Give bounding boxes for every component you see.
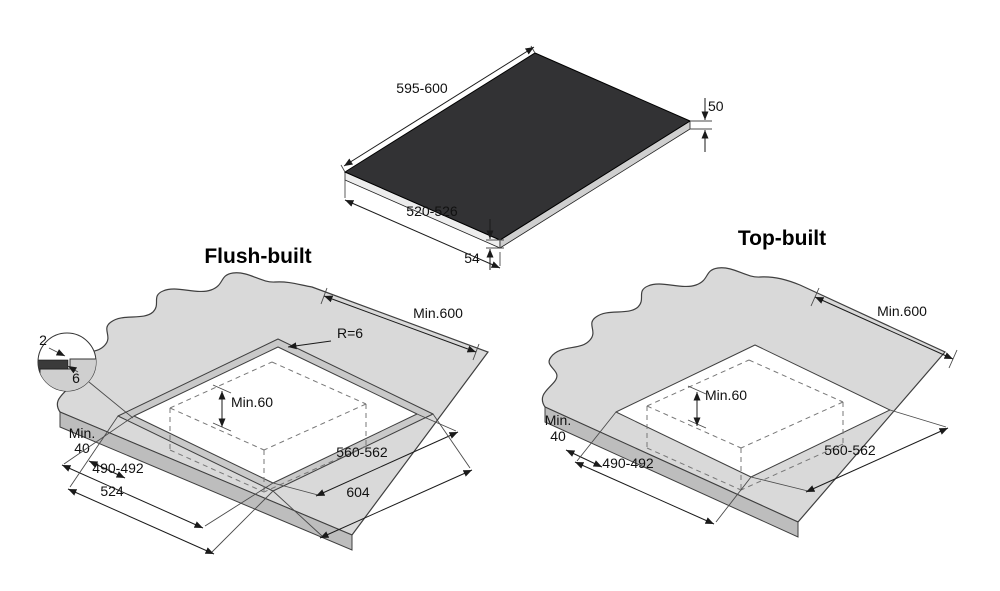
panel-depth-label: 520-526 [406, 203, 458, 219]
detail-hob-edge [38, 359, 69, 370]
top-min40-label-line2: 40 [550, 428, 566, 444]
top-dim-min60: Min.60 [687, 385, 747, 429]
dim-panel-thickness: 50 [690, 98, 724, 152]
flush-min40-label-line1: Min. [69, 425, 95, 441]
top-cutout-depth-label: 490-492 [602, 455, 654, 471]
hob-panel-view: 595-600 520-526 50 54 [340, 45, 724, 270]
flush-min60-label: Min.60 [231, 394, 273, 410]
top-min600-label: Min.600 [877, 303, 927, 319]
top-built-title: Top-built [738, 227, 826, 250]
detail-depth-label: 6 [72, 370, 80, 386]
top-built-view: Top-built Min.600 Min.60 Min. 40 [541, 227, 958, 538]
top-dim-cutout-width: 560-562 [750, 409, 949, 493]
detail-gap-label: 2 [39, 332, 47, 348]
flush-min40-label-line2: 40 [74, 440, 90, 456]
flush-min600-label: Min.600 [413, 305, 463, 321]
flush-recess-width-label: 604 [346, 484, 370, 500]
dim-panel-depth: 520-526 [344, 178, 501, 269]
top-dim-cutout-depth: 490-492 [574, 411, 752, 525]
flush-dim-radius: R=6 [287, 325, 363, 350]
flush-cutout-depth-label: 490-492 [92, 460, 144, 476]
panel-edge-label: 54 [464, 250, 480, 266]
flush-countertop-front-face [59, 411, 353, 551]
top-min60-label: Min.60 [705, 387, 747, 403]
panel-thickness-label: 50 [708, 98, 724, 114]
dim-panel-width: 595-600 [340, 45, 536, 173]
flush-dim-recess-width: 604 [272, 413, 473, 539]
flush-dim-min40: Min. 40 [69, 425, 126, 479]
top-min40-label-line1: Min. [545, 412, 571, 428]
flush-dim-min600: Min.600 [320, 287, 480, 361]
top-dim-min600: Min.600 [810, 287, 958, 369]
flush-radius-label: R=6 [337, 325, 363, 341]
flush-dim-recess-depth: 524 [67, 415, 274, 555]
dim-panel-edge: 54 [464, 219, 504, 270]
flush-recess-depth-label: 524 [100, 483, 124, 499]
flush-cutout-width-label: 560-562 [336, 444, 388, 460]
panel-width-label: 595-600 [396, 80, 448, 96]
flush-built-view: Flush-built Min.600 R=6 [37, 245, 489, 555]
flush-built-title: Flush-built [204, 245, 311, 268]
flush-dim-min60: Min.60 [212, 384, 273, 432]
top-cutout-width-label: 560-562 [824, 442, 876, 458]
